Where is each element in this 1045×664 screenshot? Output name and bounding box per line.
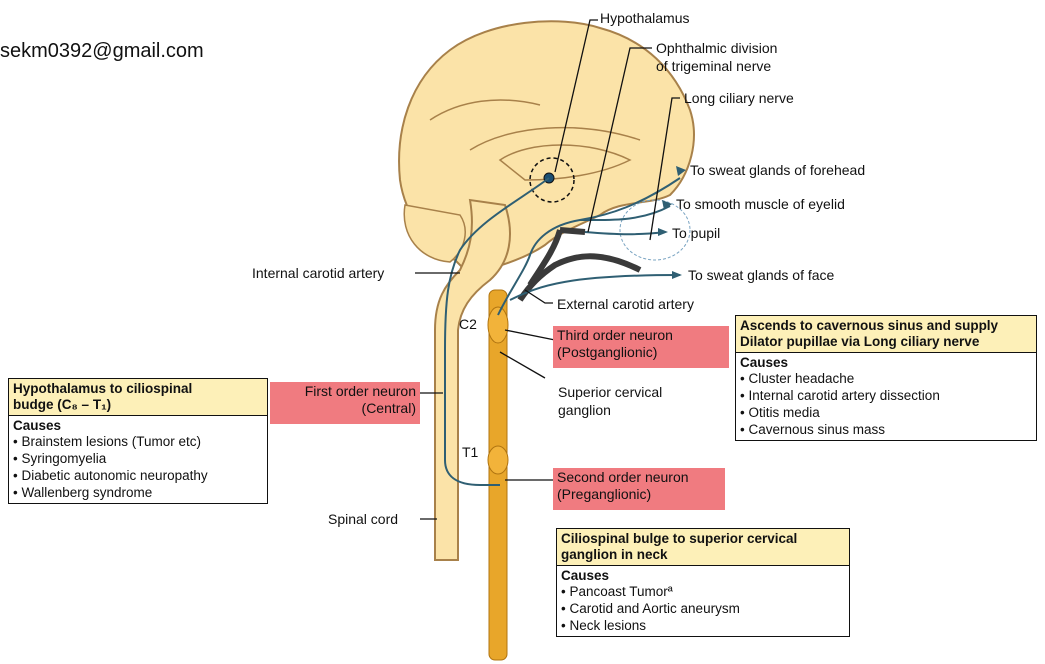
label-ophthalmic-1: Ophthalmic division xyxy=(656,40,777,57)
label-sweat-forehead: To sweat glands of forehead xyxy=(690,162,865,179)
second-order-heading-line-1: Ciliospinal bulge to superior cervical xyxy=(561,531,845,547)
third-order-neuron-label: Third order neuron (Postganglionic) xyxy=(553,326,729,368)
list-item: Carotid and Aortic aneurysm xyxy=(561,600,845,617)
superior-cervical-ganglion xyxy=(488,307,508,343)
third-order-causes-title: Causes xyxy=(736,353,1036,370)
list-item: Wallenberg syndrome xyxy=(13,484,263,501)
first-order-heading-line-1: Hypothalamus to ciliospinal xyxy=(13,381,263,397)
second-order-causes-title: Causes xyxy=(557,566,849,583)
cerebellum-shape xyxy=(404,205,465,262)
label-internal-carotid: Internal carotid artery xyxy=(252,265,384,282)
label-hypothalamus: Hypothalamus xyxy=(600,10,690,27)
first-order-line-1: First order neuron xyxy=(274,383,416,400)
third-order-line-1: Third order neuron xyxy=(557,327,725,344)
label-sweat-face: To sweat glands of face xyxy=(688,267,834,284)
list-item: Syringomyelia xyxy=(13,450,263,467)
third-order-causes-box: Ascends to cavernous sinus and supply Di… xyxy=(735,315,1037,441)
label-ophthalmic-2: of trigeminal nerve xyxy=(656,58,771,75)
third-order-causes-list: Cluster headache Internal carotid artery… xyxy=(736,370,1036,440)
label-c2: C2 xyxy=(459,316,477,333)
first-order-causes-list: Brainstem lesions (Tumor etc) Syringomye… xyxy=(9,433,267,503)
list-item: Pancoast Tumorª xyxy=(561,583,845,600)
second-order-line-1: Second order neuron xyxy=(557,469,721,486)
list-item: Diabetic autonomic neuropathy xyxy=(13,467,263,484)
second-order-line-2: (Preganglionic) xyxy=(557,486,721,503)
third-order-heading-line-2: Dilator pupillae via Long ciliary nerve xyxy=(740,334,1032,350)
list-item: Brainstem lesions (Tumor etc) xyxy=(13,433,263,450)
label-pupil: To pupil xyxy=(672,225,720,242)
first-order-causes-box: Hypothalamus to ciliospinal budge (C₈ – … xyxy=(8,378,268,504)
label-t1: T1 xyxy=(462,444,478,461)
label-superior-cervical-2: ganglion xyxy=(558,402,611,419)
label-spinal-cord: Spinal cord xyxy=(328,511,398,528)
list-item: Cluster headache xyxy=(740,370,1032,387)
list-item: Cavernous sinus mass xyxy=(740,421,1032,438)
first-order-neuron-label: First order neuron (Central) xyxy=(270,382,420,424)
list-item: Otitis media xyxy=(740,404,1032,421)
label-smooth-muscle: To smooth muscle of eyelid xyxy=(676,196,845,213)
second-order-neuron-label: Second order neuron (Preganglionic) xyxy=(553,468,725,510)
third-order-line-2: (Postganglionic) xyxy=(557,344,725,361)
first-order-box-heading: Hypothalamus to ciliospinal budge (C₈ – … xyxy=(9,379,267,416)
list-item: Neck lesions xyxy=(561,617,845,634)
watermark: sekm0392@gmail.com xyxy=(0,40,204,63)
list-item: Internal carotid artery dissection xyxy=(740,387,1032,404)
first-order-causes-title: Causes xyxy=(9,416,267,433)
third-order-box-heading: Ascends to cavernous sinus and supply Di… xyxy=(736,316,1036,353)
first-order-heading-line-2: budge (C₈ – T₁) xyxy=(13,397,263,413)
sympathetic-chain xyxy=(489,290,507,660)
second-order-causes-list: Pancoast Tumorª Carotid and Aortic aneur… xyxy=(557,583,849,636)
label-long-ciliary: Long ciliary nerve xyxy=(684,90,794,107)
label-superior-cervical-1: Superior cervical xyxy=(558,384,662,401)
second-order-causes-box: Ciliospinal bulge to superior cervical g… xyxy=(556,528,850,637)
third-order-heading-line-1: Ascends to cavernous sinus and supply xyxy=(740,318,1032,334)
second-order-box-heading: Ciliospinal bulge to superior cervical g… xyxy=(557,529,849,566)
first-order-line-2: (Central) xyxy=(274,400,416,417)
label-external-carotid: External carotid artery xyxy=(557,296,694,313)
second-order-heading-line-2: ganglion in neck xyxy=(561,547,845,563)
